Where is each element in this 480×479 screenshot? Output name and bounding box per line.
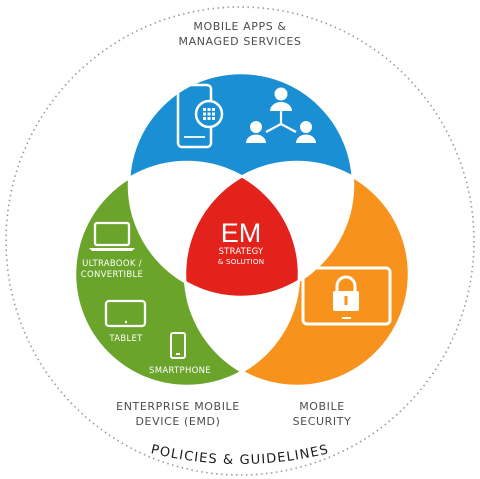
- em-solution-label: & SOLUTION: [218, 257, 265, 266]
- em-title: EM: [221, 218, 262, 248]
- emd-caption-line2: DEVICE (EMD): [135, 415, 220, 428]
- tablet-icon: [104, 299, 147, 328]
- tablet-lock-icon: [301, 266, 392, 326]
- tablet-label: TABLET: [108, 334, 143, 344]
- laptop-icon: [89, 221, 135, 251]
- outer-boundary-ring: [5, 6, 475, 476]
- ultrabook-label-line2: CONVERTIBLE: [81, 270, 143, 280]
- smartphone-icon: [170, 332, 186, 359]
- em-strategy-label: STRATEGY: [219, 247, 264, 257]
- mobile-apps-caption-line1: MOBILE APPS &: [193, 20, 286, 33]
- em-center-region: [185, 162, 299, 297]
- smartphone-label: SMARTPHONE: [149, 366, 211, 376]
- people-network-icon: [246, 87, 316, 143]
- security-caption-line1: MOBILE: [299, 400, 345, 413]
- emd-caption-line1: ENTERPRISE MOBILE: [116, 400, 240, 413]
- ultrabook-label-line1: ULTRABOOK /: [82, 259, 142, 269]
- policies-guidelines-label: POLICIES & GUIDELINES: [149, 442, 330, 468]
- security-caption-line2: SECURITY: [293, 415, 352, 428]
- mobile-apps-caption-line2: MANAGED SERVICES: [179, 35, 302, 48]
- smartphone-grid-icon: [176, 83, 224, 149]
